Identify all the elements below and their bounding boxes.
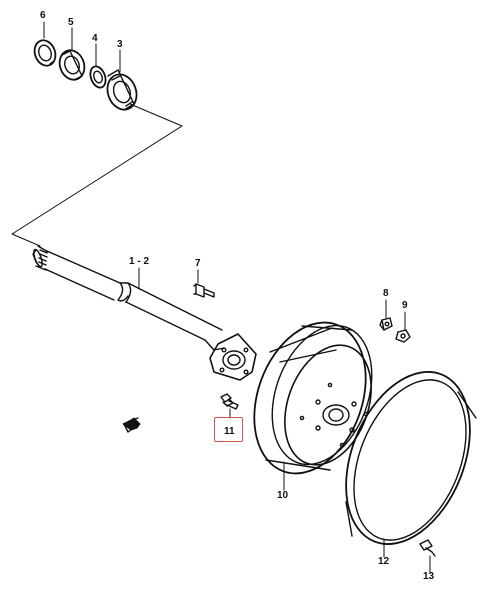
- backing-ring-part-12: [345, 371, 477, 545]
- axle-flange: [209, 333, 257, 381]
- callout-leader-lines: [43, 21, 431, 573]
- part-label-3: 3: [117, 39, 123, 50]
- brake-drum-part-10: [253, 321, 373, 475]
- nut-part-9: [395, 329, 411, 343]
- part-label-11: 11: [224, 426, 235, 437]
- part-label-9: 9: [402, 300, 408, 311]
- bearing-part-5: [58, 49, 86, 81]
- ring-part-4: [89, 65, 107, 89]
- part-label-4: 4: [92, 33, 98, 44]
- screw-part-13: [419, 539, 436, 557]
- retainer-ring-part-3: [106, 69, 138, 111]
- oil-seal-part-6: [33, 39, 57, 67]
- part-label-1-2: 1 - 2: [129, 256, 150, 267]
- nut-part-8: [379, 317, 393, 331]
- part-label-6: 6: [40, 10, 46, 21]
- highlight-box-part-11[interactable]: [214, 417, 243, 442]
- bolt-part-11: [220, 393, 239, 410]
- part-label-5: 5: [68, 17, 74, 28]
- part-label-10: 10: [277, 490, 289, 501]
- forward-direction-arrow: [122, 417, 141, 433]
- assembly-guide-line: [11, 103, 183, 247]
- part-label-13: 13: [423, 571, 435, 582]
- axle-shaft-part-1-2: [32, 245, 225, 351]
- part-label-7: 7: [195, 258, 201, 269]
- part-label-8: 8: [383, 288, 389, 299]
- bolt-part-7: [193, 269, 215, 298]
- part-label-12: 12: [378, 556, 390, 567]
